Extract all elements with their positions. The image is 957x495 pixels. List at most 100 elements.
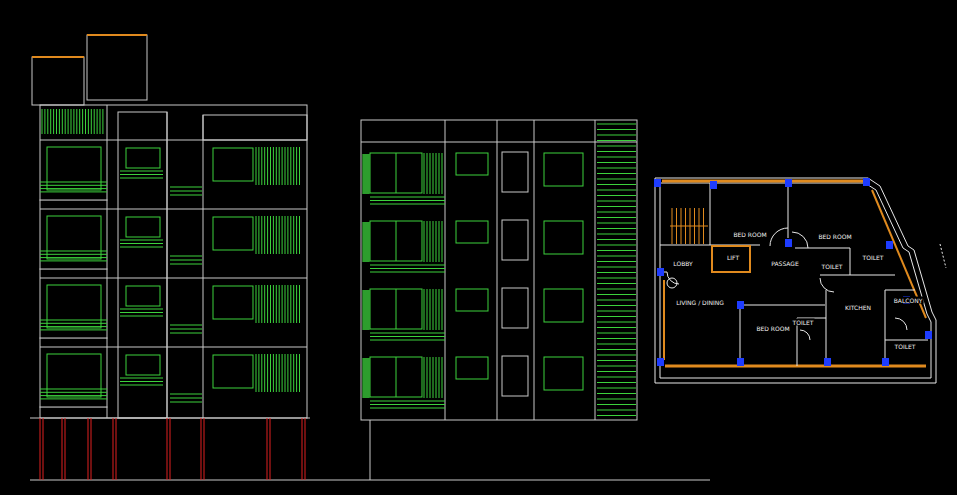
louver: [364, 358, 365, 398]
room-label: LOBBY: [672, 260, 693, 267]
window: [544, 221, 583, 254]
railing: [40, 392, 107, 393]
hatch: [44, 109, 45, 134]
louver: [287, 285, 288, 323]
mullion: [396, 221, 397, 261]
railing: [120, 247, 163, 248]
railing: [40, 395, 107, 396]
floor-line: [40, 278, 307, 279]
column: [925, 331, 932, 339]
hatch: [597, 404, 636, 405]
louver: [366, 290, 367, 330]
mullion: [396, 357, 397, 397]
hatch: [597, 272, 636, 273]
hatch: [597, 206, 636, 207]
railing: [170, 333, 202, 334]
louver: [290, 216, 291, 254]
railing: [120, 174, 163, 175]
window: [544, 289, 583, 322]
louver: [427, 153, 428, 194]
hatch: [597, 382, 636, 383]
louver: [276, 354, 277, 392]
louver: [261, 285, 262, 323]
vent-panel: [502, 152, 528, 192]
louver: [282, 285, 283, 323]
hatch: [597, 294, 636, 295]
column: [654, 179, 661, 187]
railing: [370, 204, 445, 205]
louver: [296, 216, 297, 254]
hatch: [42, 109, 43, 134]
hatch: [597, 377, 636, 378]
stilt: [43, 418, 44, 480]
railing: [170, 256, 202, 257]
railing: [370, 200, 445, 201]
room-label: LIVING / DINING: [675, 299, 725, 306]
hatch: [597, 344, 636, 345]
railing: [170, 329, 202, 330]
louver: [430, 357, 431, 398]
stilt: [65, 418, 66, 480]
room-label: TOILET: [792, 319, 815, 326]
railing: [120, 240, 163, 241]
hatch: [65, 109, 66, 134]
louver: [442, 221, 443, 262]
louver: [442, 289, 443, 330]
hatch: [597, 195, 636, 196]
hatch: [597, 415, 636, 416]
hatch: [597, 410, 636, 411]
louver: [267, 285, 268, 323]
railing: [120, 385, 163, 386]
railing: [170, 264, 202, 265]
stilt: [113, 418, 114, 480]
hatch: [597, 322, 636, 323]
room-label: TOILET: [894, 343, 917, 350]
stilt: [201, 418, 202, 480]
louver: [436, 289, 437, 330]
louver: [282, 216, 283, 254]
railing: [40, 326, 107, 327]
stilt: [170, 418, 171, 480]
louver: [366, 222, 367, 262]
floor-line: [40, 209, 307, 210]
louver: [279, 354, 280, 392]
hatch: [73, 109, 74, 134]
window: [456, 153, 488, 175]
louver: [282, 354, 283, 392]
louver: [369, 222, 370, 262]
railing: [120, 316, 163, 317]
hatch: [597, 261, 636, 262]
railing: [170, 398, 202, 399]
hatch: [597, 250, 636, 251]
hatch: [597, 173, 636, 174]
louver: [436, 357, 437, 398]
louver: [279, 147, 280, 185]
louver: [285, 285, 286, 323]
louver: [261, 147, 262, 185]
left-elevation: [30, 35, 710, 480]
stilt: [167, 418, 168, 480]
hatch: [597, 366, 636, 367]
column: [882, 358, 889, 366]
window: [47, 354, 101, 397]
louver: [369, 358, 370, 398]
window: [456, 221, 488, 243]
railing: [170, 195, 202, 196]
louver: [285, 354, 286, 392]
hatch: [94, 109, 95, 134]
louver: [293, 285, 294, 323]
window: [370, 289, 422, 329]
hatch: [597, 135, 636, 136]
hatch: [85, 109, 86, 134]
stilt: [305, 418, 306, 480]
louver: [256, 216, 257, 254]
window: [544, 153, 583, 186]
louver: [427, 289, 428, 330]
louver: [365, 358, 366, 398]
louver: [368, 358, 369, 398]
louver: [424, 289, 425, 330]
stilt: [270, 418, 271, 480]
louver: [261, 354, 262, 392]
room-label: KITCHEN: [844, 304, 872, 311]
hatch: [597, 388, 636, 389]
